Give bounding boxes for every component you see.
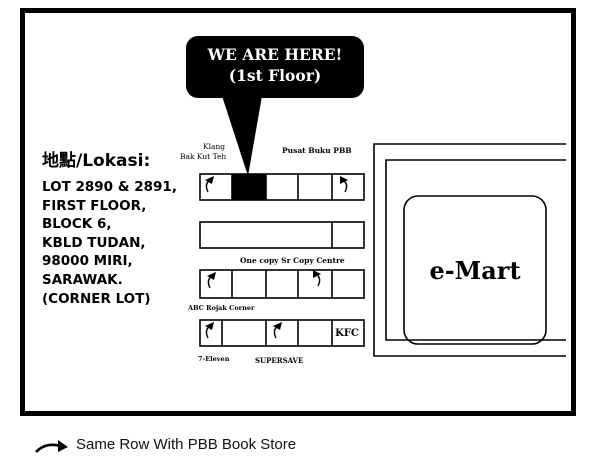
road — [373, 143, 566, 357]
callout-text: WE ARE HERE! (1st Floor) — [188, 44, 362, 86]
emart-building — [403, 195, 547, 345]
label-pusat-buku-pbb: Pusat Buku PBB — [282, 146, 352, 155]
legend-text: Same Row With PBB Book Store — [76, 436, 297, 453]
shop-row-2 — [199, 221, 365, 249]
address-block: LOT 2890 & 2891, FIRST FLOOR, BLOCK 6, K… — [42, 178, 177, 308]
callout-line-2: (1st Floor) — [228, 66, 322, 85]
shop-row-4 — [199, 319, 365, 347]
label-bak-kut-teh: Bak Kut Teh — [180, 152, 227, 161]
label-klang: Klang — [203, 142, 226, 151]
legend: Same Row With PBB Book Store — [34, 436, 296, 453]
label-emart: e-Mart — [429, 255, 521, 285]
entrance-arrowheads — [205, 176, 348, 330]
address-line: 98000 MIRI, — [42, 253, 133, 270]
label-one-copy: One copy Sr Copy Centre — [240, 256, 345, 265]
our-shop-highlight — [232, 174, 266, 200]
label-supersave: SUPERSAVE — [255, 356, 304, 365]
address-line: (CORNER LOT) — [42, 290, 151, 307]
address-line: BLOCK 6, — [42, 216, 112, 233]
address-line: LOT 2890 & 2891, — [42, 179, 177, 195]
label-kfc: KFC — [335, 327, 359, 339]
callout-line-1: WE ARE HERE! — [207, 45, 343, 64]
we-are-here-callout — [186, 36, 364, 176]
label-abc-rojak-corner: ABC Rojak Corner — [188, 304, 255, 312]
curved-arrow-icon — [35, 440, 68, 453]
shop-row-1 — [199, 173, 365, 201]
label-7-eleven: 7-Eleven — [198, 355, 230, 363]
address-line: SARAWAK. — [42, 271, 123, 288]
address-line: KBLD TUDAN, — [42, 234, 146, 251]
shop-row-3 — [199, 269, 365, 299]
address-title: 地點/Lokasi: — [42, 151, 151, 171]
address-line: FIRST FLOOR, — [42, 197, 147, 214]
